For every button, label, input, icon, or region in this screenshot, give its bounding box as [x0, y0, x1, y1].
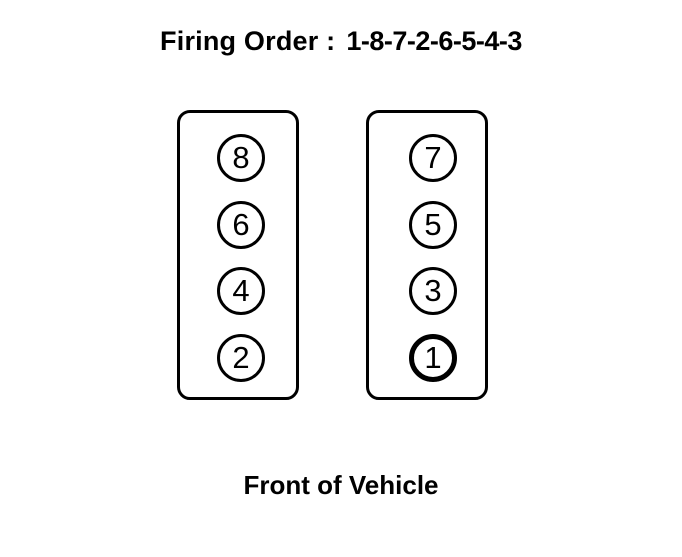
- cylinder-1-label: 1: [424, 339, 442, 375]
- cylinder-8-label: 8: [232, 139, 250, 175]
- cylinder-6: 6: [217, 201, 265, 249]
- cylinder-2-label: 2: [232, 339, 250, 375]
- cylinder-4: 4: [217, 267, 265, 315]
- cylinder-bank-right: 7 5 3 1: [366, 110, 488, 400]
- firing-order-label: Firing Order :: [160, 26, 336, 56]
- firing-order-sequence: 1-8-7-2-6-5-4-3: [346, 26, 522, 56]
- cylinder-1: 1: [409, 334, 457, 382]
- cylinder-7-label: 7: [424, 139, 442, 175]
- cylinder-3-label: 3: [424, 272, 442, 308]
- cylinder-6-label: 6: [232, 206, 250, 242]
- cylinder-8: 8: [217, 134, 265, 182]
- front-of-vehicle-caption: Front of Vehicle: [243, 470, 439, 500]
- cylinder-4-label: 4: [232, 272, 250, 308]
- cylinder-3: 3: [409, 267, 457, 315]
- cylinder-5-label: 5: [424, 206, 442, 242]
- cylinder-7: 7: [409, 134, 457, 182]
- cylinder-bank-left: 8 6 4 2: [177, 110, 299, 400]
- page-title: Firing Order : 1-8-7-2-6-5-4-3: [0, 26, 682, 57]
- cylinder-2: 2: [217, 334, 265, 382]
- cylinder-5: 5: [409, 201, 457, 249]
